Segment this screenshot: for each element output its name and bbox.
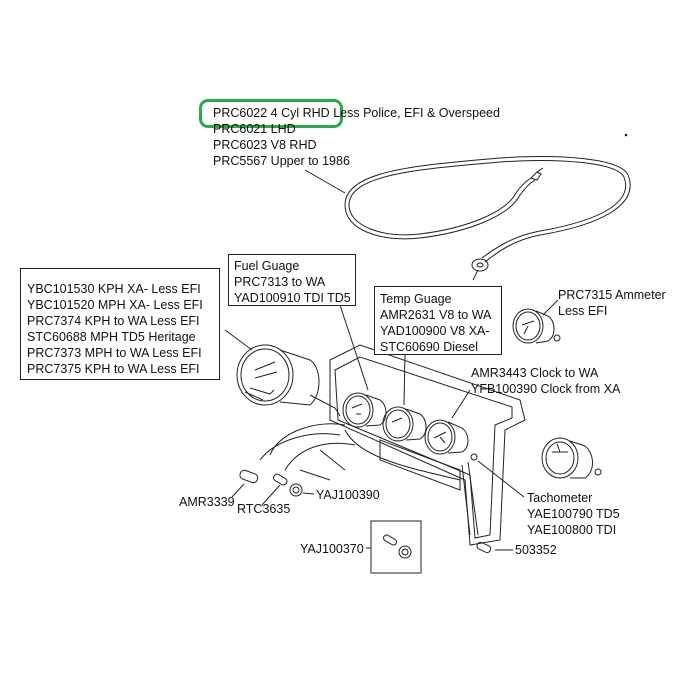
cable-part-v8: PRC6023 V8 RHD <box>213 138 317 152</box>
speedo-part-5: PRC7373 MPH to WA Less EFI <box>27 346 202 360</box>
ammeter-gauge <box>512 308 561 344</box>
temp-part-3: STC60690 Diesel <box>380 340 478 354</box>
ammeter-label: PRC7315 Ammeter Less EFI <box>558 287 666 319</box>
speedo-part-2: YBC101520 MPH XA- Less EFI <box>27 298 203 312</box>
speedo-part-4: STC60688 MPH TD5 Heritage <box>27 330 196 344</box>
speedo-part-1: YBC101530 KPH XA- Less EFI <box>27 282 201 296</box>
cable-part-highlighted[interactable]: PRC6022 4 Cyl RHD <box>213 106 330 120</box>
holder-yaj100390 <box>289 483 303 497</box>
speedometer-leader-line <box>224 329 253 351</box>
tachometer-gauge <box>541 437 602 479</box>
yaj100370-inset-box <box>370 520 422 574</box>
ammeter-note: Less EFI <box>558 304 608 318</box>
part-label-503352: 503352 <box>515 543 557 557</box>
cable-part-lhd: PRC6021 LHD <box>213 122 296 136</box>
fuel-part-1: PRC7313 to WA <box>234 275 326 289</box>
tachometer-leader-line <box>477 460 525 498</box>
part-label-rtc3635: RTC3635 <box>237 502 291 516</box>
bulb-rtc3635 <box>273 473 288 486</box>
cable-leader-line <box>304 169 346 194</box>
temp-gauge <box>382 406 427 442</box>
ammeter-part: PRC7315 Ammeter <box>558 288 666 302</box>
bulb-503352 <box>476 541 492 554</box>
part-label-yaj100370: YAJ100370 <box>300 542 364 556</box>
tacho-part-1: YAE100790 TD5 <box>527 507 620 521</box>
fuel-part-2: YAD100910 TDI TD5 <box>234 291 351 305</box>
bulb-amr3339 <box>239 469 259 484</box>
cable-part-rest: Less Police, EFI & Overspeed <box>329 106 500 120</box>
clock-label: AMR3443 Clock to WA YFB100390 Clock from… <box>471 365 620 397</box>
speedo-part-6: PRC7375 KPH to WA Less EFI <box>27 362 200 376</box>
tachometer-label: Tachometer YAE100790 TD5 YAE100800 TDI <box>527 490 620 538</box>
fuel-leader-line <box>339 304 369 391</box>
speedo-part-3: PRC7374 KPH to WA Less EFI <box>27 314 200 328</box>
tacho-part-2: YAE100800 TDI <box>527 523 617 537</box>
temp-title: Temp Guage <box>380 292 452 306</box>
dash-panel <box>299 344 526 546</box>
tacho-title: Tachometer <box>527 491 593 505</box>
temp-gauge-callout-box: Temp Guage AMR2631 V8 to WA YAD100900 V8… <box>374 286 502 355</box>
part-label-amr3339: AMR3339 <box>179 495 235 509</box>
fuel-gauge-callout-box: Fuel Guage PRC7313 to WA YAD100910 TDI T… <box>228 254 356 306</box>
clock-leader-line <box>451 389 471 419</box>
cable-part-upper: PRC5567 Upper to 1986 <box>213 154 350 168</box>
clock-gauge <box>424 419 478 461</box>
clock-part-2: YFB100390 Clock from XA <box>471 382 621 396</box>
clock-part-1: AMR3443 Clock to WA <box>471 366 599 380</box>
part-label-yaj100390: YAJ100390 <box>316 488 380 502</box>
cable-label: PRC6022 4 Cyl RHD Less Police, EFI & Ove… <box>213 105 500 169</box>
speedometer-callout-box: YBC101530 KPH XA- Less EFI YBC101520 MPH… <box>20 268 220 380</box>
fuel-gauge <box>342 392 387 428</box>
highlight-oval <box>199 99 343 128</box>
fuel-title: Fuel Guage <box>234 259 300 273</box>
ammeter-leader-line <box>542 299 559 316</box>
temp-part-2: YAD100900 V8 XA- <box>380 324 490 338</box>
temp-leader-line <box>403 354 406 406</box>
temp-part-1: AMR2631 V8 to WA <box>380 308 492 322</box>
speedometer-cable <box>344 156 631 281</box>
wiring <box>259 423 479 536</box>
speedometer-gauge <box>236 344 341 417</box>
